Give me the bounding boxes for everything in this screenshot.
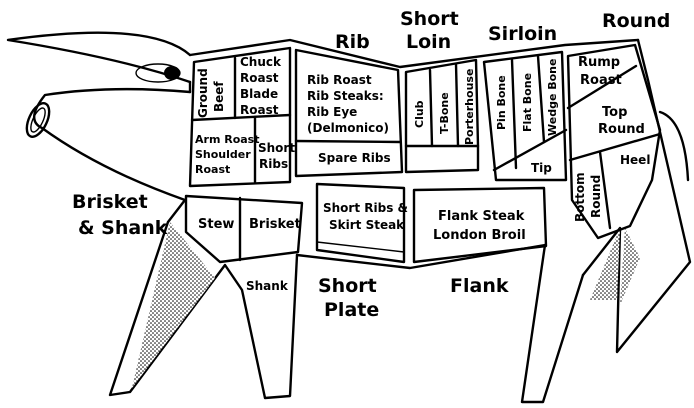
cut-arm-2: Shoulder — [195, 148, 251, 161]
label-flank: Flank — [450, 275, 509, 297]
hind-shank-shading — [590, 228, 620, 300]
cut-rump-2: Roast — [580, 73, 622, 88]
cut-t-bone: T-Bone — [438, 92, 451, 134]
label-rib: Rib — [335, 31, 370, 53]
cut-rib-1: Rib Roast — [307, 73, 372, 87]
label-short-plate-2: Plate — [324, 299, 379, 321]
cut-short-ribs-1: Short — [258, 141, 295, 155]
short-plate-section — [315, 182, 406, 264]
cut-club: Club — [413, 100, 426, 128]
rib-section — [294, 48, 404, 178]
cut-arm-3: Roast — [195, 163, 230, 176]
cut-short-ribs-2: Ribs — [259, 157, 288, 171]
cut-chuck-2: Roast — [240, 71, 279, 85]
hind-shank-lower-shading — [620, 228, 640, 305]
cut-chuck-4: Roast — [240, 103, 279, 117]
cut-spare-ribs: Spare Ribs — [318, 151, 391, 165]
cut-skirt-2: Skirt Steak — [329, 218, 405, 232]
label-brisket-1: Brisket — [72, 191, 148, 213]
flank-section — [412, 186, 548, 264]
cut-heel: Heel — [620, 153, 650, 167]
cut-rump-1: Rump — [578, 55, 620, 70]
cut-bottom-round-1: Bottom — [573, 172, 587, 222]
cut-ground-beef-1: Ground — [196, 68, 210, 118]
cut-chuck-1: Chuck — [240, 55, 282, 69]
cut-pin-bone: Pin Bone — [495, 75, 508, 130]
brisket-section — [184, 194, 304, 264]
chuck-section — [188, 46, 292, 188]
cut-stew: Stew — [198, 217, 234, 232]
label-round: Round — [602, 10, 670, 32]
cut-rib-3: Rib Eye — [307, 105, 357, 119]
cut-shank: Shank — [246, 279, 289, 293]
cut-flank-steak-2: London Broil — [433, 228, 526, 243]
label-sirloin: Sirloin — [488, 23, 557, 45]
round-section — [566, 43, 662, 240]
cut-top-round-1: Top — [602, 105, 627, 120]
cut-rib-4: (Delmonico) — [307, 121, 389, 135]
cut-bottom-round-2: Round — [589, 175, 603, 218]
cut-flank-steak-1: Flank Steak — [438, 209, 525, 224]
cut-flat-bone: Flat Bone — [521, 73, 534, 132]
short-loin-section — [404, 58, 480, 174]
label-short-loin-2: Loin — [406, 31, 451, 53]
eye-icon — [135, 63, 181, 83]
label-brisket-2: & Shank — [78, 217, 168, 239]
cut-wedge-bone: Wedge Bone — [546, 59, 559, 136]
cut-chuck-3: Blade — [240, 87, 278, 101]
cow-outline — [6, 31, 692, 404]
label-short-loin-1: Short — [400, 8, 459, 30]
front-shank-shading — [132, 222, 215, 388]
sirloin-section — [482, 50, 568, 182]
cut-ground-beef-2: Beef — [212, 81, 226, 112]
nostril-icon — [25, 102, 51, 138]
cut-rib-2: Rib Steaks: — [307, 89, 384, 103]
cut-brisket: Brisket — [249, 217, 301, 232]
cut-top-round-2: Round — [598, 122, 645, 137]
cut-skirt-1: Short Ribs & — [323, 201, 408, 215]
cut-arm-1: Arm Roast — [195, 133, 260, 146]
cut-porterhouse: Porterhouse — [463, 69, 476, 145]
label-short-plate-1: Short — [318, 275, 377, 297]
cut-tip: Tip — [531, 161, 552, 175]
